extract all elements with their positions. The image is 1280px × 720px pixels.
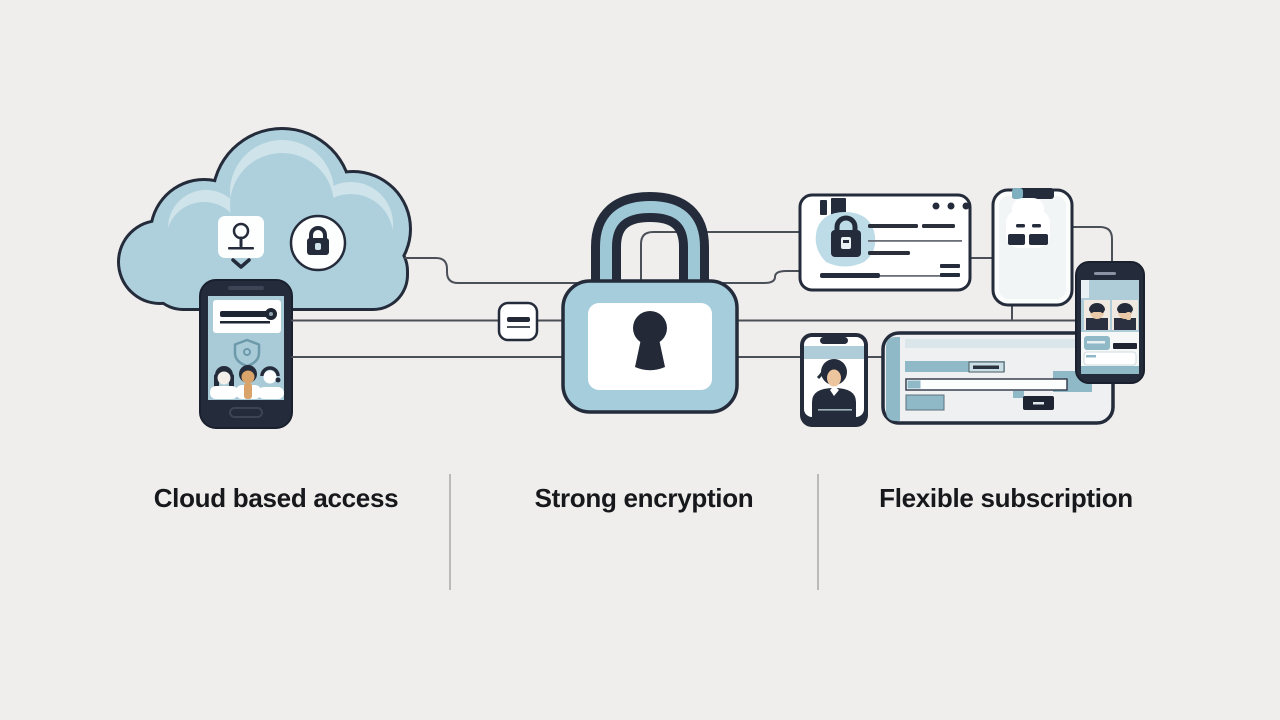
lock-badge-icon [289,214,347,272]
ghost-lock-icon [1006,198,1050,248]
padlock-icon [561,191,739,414]
search-bar-icon [213,300,281,333]
tablet-icon [991,188,1074,307]
cta-button-icon [1023,396,1054,410]
progress-bar-icon [905,361,1092,411]
browser-window-icon [881,331,1115,425]
location-pin-icon [218,216,264,269]
photo-left [1084,300,1110,330]
label-divider-1 [449,474,451,590]
credential-card-icon [798,193,972,292]
person-avatar [812,359,856,417]
password-tag-icon [497,301,539,342]
user-avatars-icon [210,365,284,399]
feature-label-flexible-subscription: Flexible subscription [879,483,1133,513]
label-divider-2 [817,474,819,590]
profile-phone-icon [800,333,868,427]
window-dots-icon [932,202,970,210]
feature-label-strong-encryption: Strong encryption [534,483,754,513]
photo-right [1112,300,1138,330]
gallery-phone-icon [1075,261,1145,384]
feature-label-cloud-based-access: Cloud based access [153,483,399,513]
card-lock-blob-icon [815,212,876,267]
smartphone-icon [199,279,293,429]
